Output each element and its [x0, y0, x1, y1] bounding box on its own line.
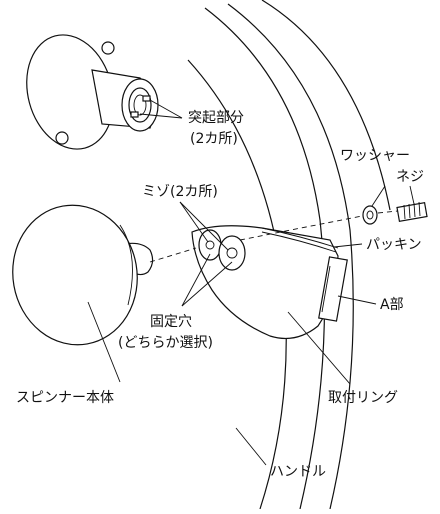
mounting-ring-part	[191, 225, 348, 339]
label-protrusion: 突起部分	[188, 110, 244, 126]
spinner-body-part	[12, 204, 154, 346]
label-groove: ミゾ(2カ所)	[142, 184, 218, 200]
label-mounting-ring: 取付リング	[328, 390, 398, 406]
steering-handle	[187, 0, 391, 510]
assembly-axis	[149, 210, 399, 263]
label-spinner-body: スピンナー本体	[16, 390, 114, 406]
label-part-a: A部	[380, 297, 404, 313]
leader-lines	[87, 99, 415, 466]
label-fixing-hole: 固定穴	[150, 314, 192, 330]
spinner-base-part	[26, 34, 159, 150]
label-washer: ワッシャー	[340, 148, 410, 164]
label-protrusion-count: (2カ所)	[190, 131, 238, 147]
label-packing: パッキン	[366, 237, 422, 253]
washer-part	[362, 205, 378, 225]
label-handle: ハンドル	[270, 464, 326, 480]
label-screw: ネジ	[396, 169, 424, 185]
label-fixing-hole-note: (どちらか選択)	[118, 335, 213, 351]
screw-part	[396, 201, 428, 223]
